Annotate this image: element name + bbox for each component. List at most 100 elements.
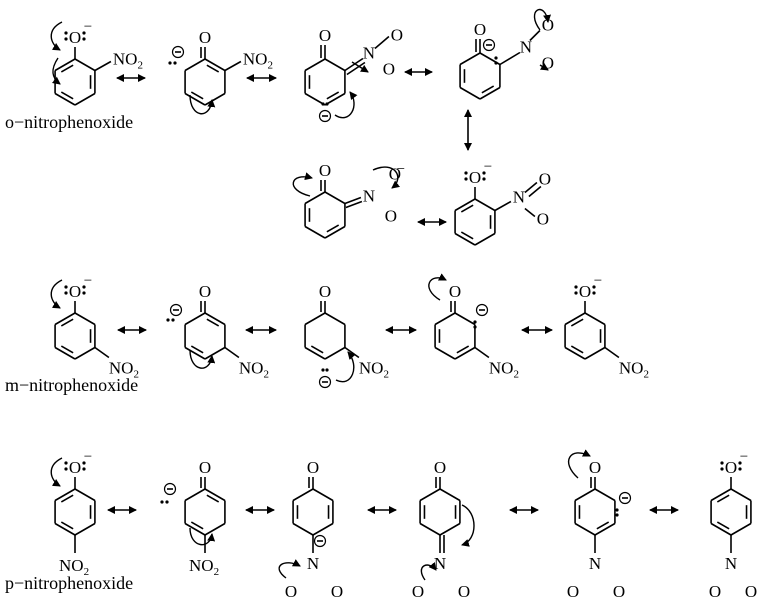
- ring-bond: [434, 312, 456, 326]
- nitro-group-label: NO2: [619, 359, 649, 381]
- oxygen-label: O: [331, 582, 343, 601]
- ring-bond: [304, 346, 326, 360]
- n-o-bond: [374, 35, 390, 50]
- electron-push-arrow: [189, 94, 216, 115]
- ring-bond: [184, 522, 206, 536]
- double-bond-line: [345, 200, 363, 209]
- lone-pair-dot: [473, 325, 477, 329]
- c-n-bond: [344, 57, 364, 72]
- c-n-bond: [604, 346, 620, 359]
- double-bond-line: [460, 204, 474, 213]
- ring-bond: [439, 522, 461, 536]
- ring-bond: [184, 488, 206, 502]
- negative-charge-circle: [475, 303, 489, 317]
- negative-charge-circle: [618, 491, 632, 505]
- electron-push-arrow: [335, 351, 356, 383]
- oxygen-label: O: [537, 210, 549, 229]
- lone-pair-dot: [82, 461, 86, 465]
- ring-bond: [74, 522, 96, 536]
- lone-pair-dot: [321, 102, 325, 106]
- nitro-group-label: NO2: [109, 359, 139, 381]
- nitro-group-label: NO2: [359, 359, 389, 381]
- lone-pair-dot: [64, 291, 68, 295]
- lone-pair-dot: [494, 61, 498, 65]
- lone-pair-dot: [64, 467, 68, 471]
- oxygen-label: O: [69, 282, 81, 301]
- double-bond-line: [456, 345, 470, 354]
- ring-bond: [54, 58, 76, 72]
- oxygen-label: O: [69, 28, 81, 47]
- electron-push-arrow: [292, 172, 313, 197]
- ring-bond: [419, 488, 441, 502]
- ring-bond: [204, 522, 226, 536]
- double-bond-line: [310, 345, 324, 354]
- ring-bond: [74, 346, 96, 360]
- ring-bond: [74, 58, 96, 72]
- nitrogen-label: N: [363, 187, 375, 206]
- lone-pair-dot: [82, 291, 86, 295]
- lone-pair-dot: [494, 56, 498, 60]
- para-label: p−nitrophenoxide: [5, 573, 134, 593]
- oxygen-label: O: [745, 582, 757, 601]
- negative-charge-circle: [171, 45, 185, 59]
- ring-bond: [204, 346, 226, 360]
- double-bond-line: [60, 318, 74, 327]
- n-o-bond: [529, 29, 541, 42]
- lone-pair-dot: [615, 508, 619, 512]
- double-bond-line: [60, 494, 74, 503]
- electron-push-arrow: [278, 559, 301, 579]
- oxygen-label: O: [319, 26, 331, 45]
- double-bond-line: [528, 185, 542, 198]
- ring-bond: [454, 312, 476, 326]
- ring-bond: [304, 92, 326, 106]
- double-bond-line: [60, 64, 74, 73]
- lone-pair-dot: [738, 461, 742, 465]
- ring-bond: [304, 312, 326, 326]
- electron-push-arrow: [567, 449, 591, 479]
- oxygen-label: O: [474, 20, 486, 39]
- double-bond-line: [60, 521, 74, 530]
- ring-bond: [184, 58, 206, 72]
- ring-bond: [184, 312, 206, 326]
- c-n-bond: [224, 60, 242, 72]
- double-bond-line: [570, 345, 584, 354]
- oxygen-label: O: [579, 282, 591, 301]
- ring-bond: [564, 346, 586, 360]
- negative-charge-circle: [163, 482, 177, 496]
- double-bond-line: [326, 224, 340, 233]
- lone-pair-dot: [160, 500, 164, 504]
- double-bond-line: [206, 318, 220, 327]
- ring-bond: [324, 312, 346, 326]
- ring-bond: [584, 346, 606, 360]
- minus-sign-label: −: [397, 162, 405, 178]
- ring-bond: [324, 191, 346, 205]
- ring-bond: [54, 488, 76, 502]
- lone-pair-dot: [321, 368, 325, 372]
- lone-pair-dot: [592, 291, 596, 295]
- nitro-group-label: NO2: [189, 556, 219, 578]
- electron-push-arrow: [50, 21, 63, 51]
- electron-push-arrow: [50, 279, 63, 309]
- nitrogen-label: N: [434, 554, 446, 573]
- nitro-group-label: NO2: [59, 556, 89, 578]
- ring-bond: [439, 488, 461, 502]
- c-n-bond: [344, 346, 360, 359]
- c-n-bond: [494, 200, 512, 212]
- ring-bond: [419, 522, 441, 536]
- ring-bond: [304, 225, 326, 239]
- negative-charge-circle: [169, 303, 183, 317]
- ring-bond: [459, 86, 481, 100]
- lone-pair-dot: [64, 285, 68, 289]
- ring-bond: [730, 488, 752, 502]
- c-n-bond: [94, 346, 110, 359]
- nitrogen-label: N: [725, 554, 737, 573]
- double-bond-line: [326, 91, 340, 100]
- lone-pair-dot: [82, 31, 86, 35]
- lone-pair-dot: [592, 285, 596, 289]
- double-bond-line: [60, 91, 74, 100]
- ring-bond: [74, 488, 96, 502]
- ring-bond: [474, 232, 496, 246]
- lone-pair-dot: [64, 461, 68, 465]
